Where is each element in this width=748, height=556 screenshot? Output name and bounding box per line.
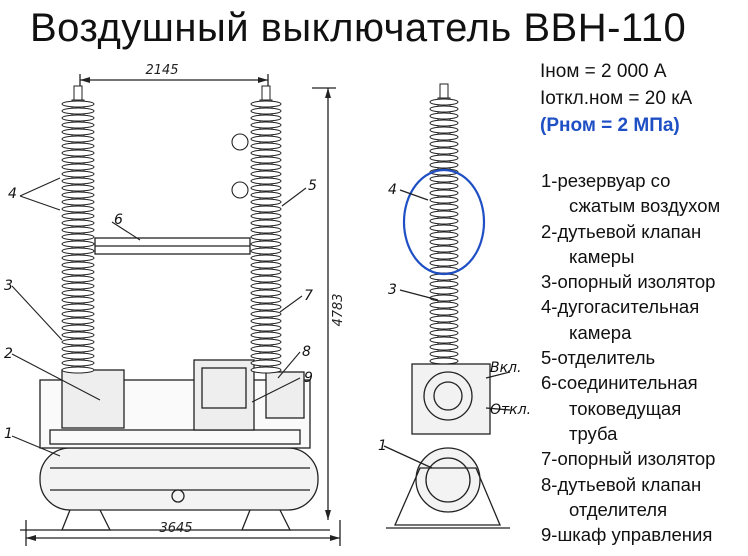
legend-item-6: 6-соединительная токоведущая труба (541, 372, 698, 444)
legend-item-5: 5-отделитель (541, 347, 656, 369)
front-label-4: 4 (8, 186, 17, 202)
front-label-6: 6 (114, 212, 123, 228)
arc-chamber-highlight (402, 168, 486, 276)
front-label-9: 9 (304, 370, 313, 386)
front-label-1: 1 (4, 426, 13, 442)
legend: 1-резервуар со сжатым воздухом 2-дутьево… (541, 168, 720, 547)
air-tank-front (39, 447, 319, 511)
dim-bottom-label: 3645 (159, 521, 192, 536)
front-label-5: 5 (308, 178, 317, 194)
dim-height-label: 4783 (331, 293, 346, 326)
side-label-on: Вкл. (490, 360, 521, 376)
front-label-2: 2 (4, 346, 13, 362)
side-label-1: 1 (378, 438, 387, 454)
legend-item-3: 3-опорный изолятор (541, 271, 716, 293)
insulator-column-side (429, 83, 459, 367)
nominal-pressure: (Рном = 2 МПа) (540, 115, 680, 136)
insulator-column-left (61, 85, 95, 374)
nominal-current: Iном = 2 000 А (540, 61, 667, 82)
legend-item-2: 2-дутьевой клапан камеры (541, 220, 702, 267)
legend-item-8: 8-дутьевой клапан отделителя (541, 473, 702, 520)
side-label-4: 4 (388, 182, 397, 198)
side-base-housing (411, 363, 491, 435)
parameters-block: Iном = 2 000 А Iоткл.ном = 20 кА (Рном =… (540, 58, 692, 139)
page-title: Воздушный выключатель ВВН-110 (30, 6, 687, 50)
legend-item-1: 1-резервуар со сжатым воздухом (541, 170, 721, 217)
front-label-7: 7 (304, 288, 313, 304)
legend-item-9: 9-шкаф управления (541, 524, 713, 546)
legend-item-7: 7-опорный изолятор (541, 448, 716, 470)
front-label-3: 3 (4, 278, 13, 294)
breaking-current: Iоткл.ном = 20 кА (540, 88, 693, 109)
insulator-column-right (250, 85, 282, 374)
dim-top-label: 2145 (145, 63, 178, 78)
legend-item-4: 4-дугогасительная камера (541, 296, 700, 343)
side-label-3: 3 (388, 282, 397, 298)
front-label-8: 8 (302, 344, 311, 360)
side-label-off: Откл. (490, 402, 531, 418)
